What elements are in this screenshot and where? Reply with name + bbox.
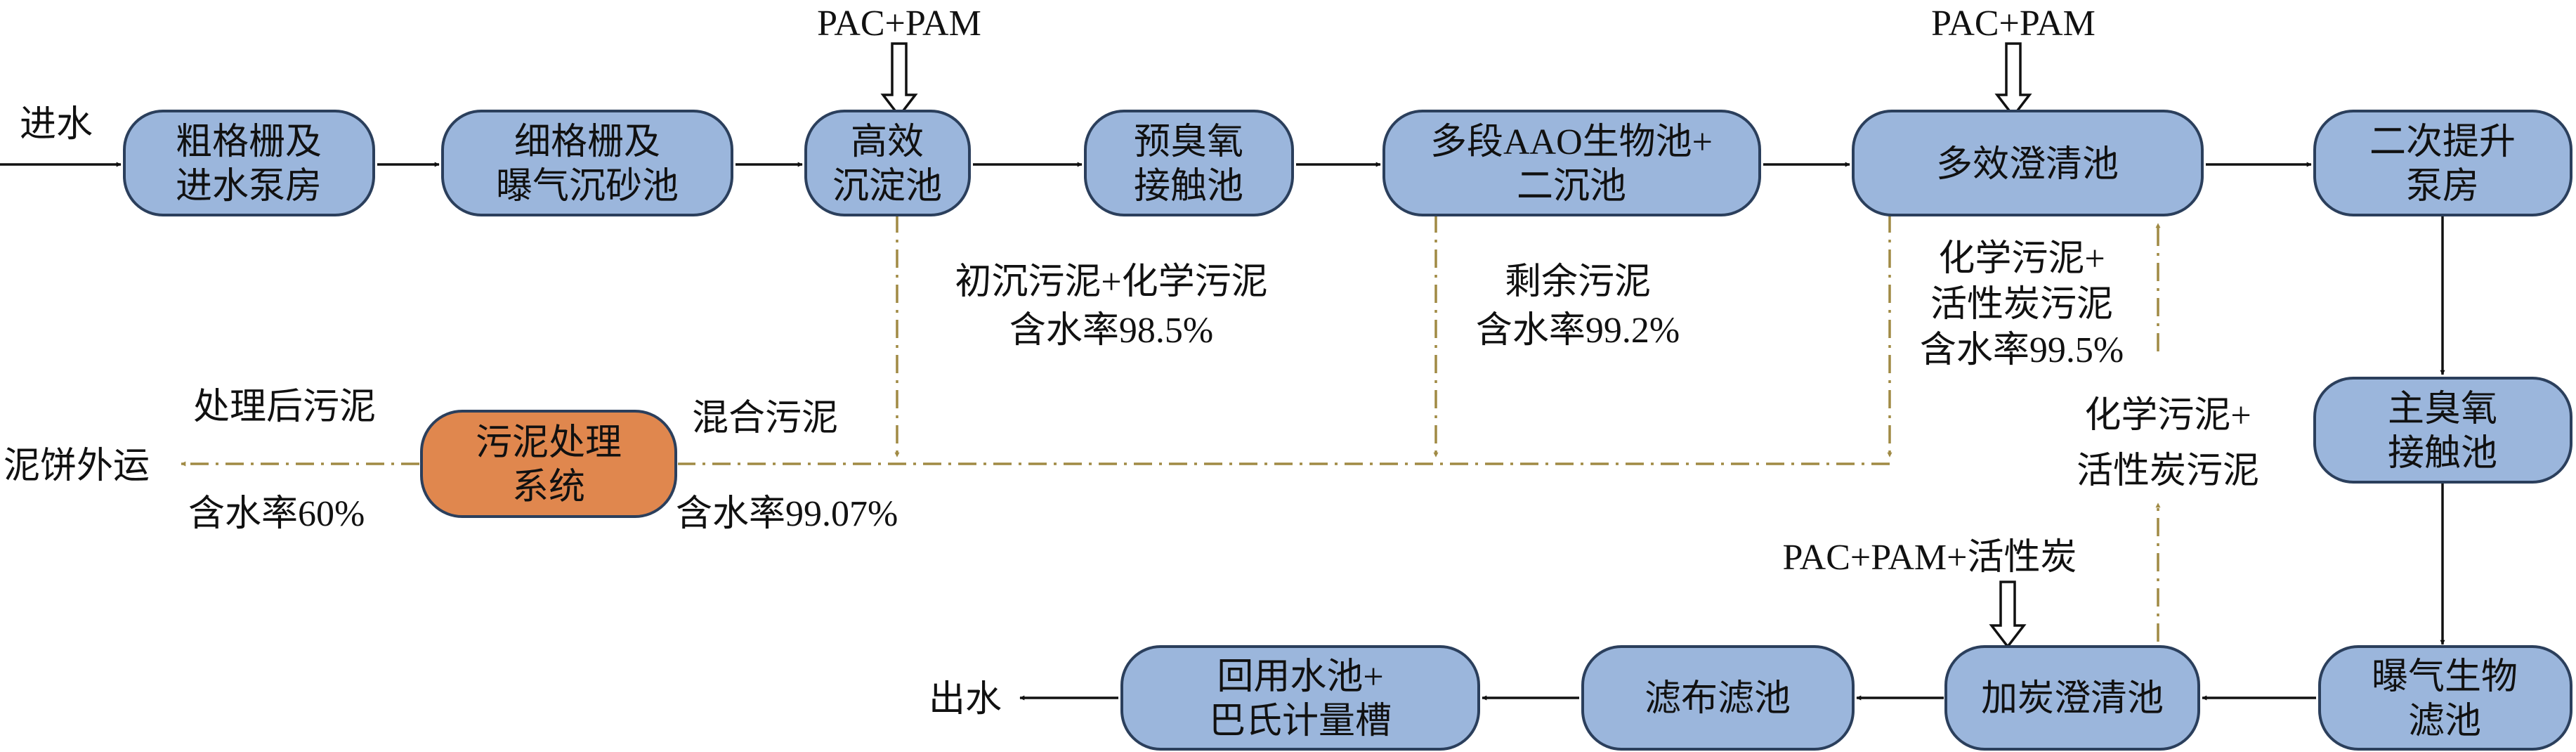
- chemical-sludge-lower-line1: 化学污泥+: [2084, 396, 2251, 436]
- unit-carbon-clarifier: 加炭澄清池: [1944, 645, 2200, 751]
- dosing-label-2: PAC+PAM: [1931, 4, 2096, 44]
- chemical-sludge-upper-line2: 活性炭污泥: [1930, 285, 2113, 325]
- unit-sludge-treatment: 污泥处理 系统: [420, 410, 677, 518]
- unit-cloth-filter: 滤布滤池: [1581, 645, 1855, 751]
- unit-label-line2: 滤池: [2408, 701, 2481, 741]
- unit-label-line1: 加炭澄清池: [1981, 679, 2164, 719]
- unit-baf: 曝气生物 滤池: [2318, 645, 2572, 751]
- unit-aao: 多段AAO生物池+ 二沉池: [1382, 110, 1761, 216]
- chemical-sludge-upper-moisture: 含水率99.5%: [1920, 330, 2124, 370]
- treated-sludge-moisture: 含水率60%: [188, 494, 365, 534]
- unit-multi-effect-clarifier: 多效澄清池: [1852, 110, 2204, 216]
- unit-main-ozone: 主臭氧 接触池: [2313, 377, 2572, 484]
- unit-label-line2: 进水泵房: [176, 167, 322, 207]
- inflow-label: 进水: [20, 105, 93, 145]
- unit-label-line1: 多效澄清池: [1936, 145, 2119, 185]
- excess-sludge-moisture: 含水率99.2%: [1476, 311, 1680, 351]
- unit-lift-pump: 二次提升 泵房: [2313, 110, 2572, 216]
- sludge-cake-label: 泥饼外运: [4, 446, 150, 486]
- outflow-label: 出水: [929, 680, 1002, 720]
- flow-arrows: [0, 162, 2445, 701]
- unit-label-line2: 沉淀池: [832, 167, 942, 207]
- unit-label-line2: 接触池: [1134, 167, 1243, 207]
- unit-label-line2: 系统: [512, 467, 585, 507]
- treated-sludge-label: 处理后污泥: [193, 387, 376, 427]
- unit-label-line2: 巴氏计量槽: [1209, 701, 1392, 741]
- unit-label-line2: 二沉池: [1517, 167, 1626, 207]
- unit-label-line1: 多段AAO生物池+: [1430, 122, 1713, 162]
- unit-label-line2: 接触池: [2388, 434, 2497, 474]
- unit-label-line1: 预臭氧: [1134, 122, 1243, 162]
- mixed-sludge-label: 混合污泥: [692, 398, 838, 439]
- dosing-label-3: PAC+PAM+活性炭: [1783, 538, 2077, 578]
- dosing-arrow-1: [880, 42, 918, 118]
- unit-label-line1: 滤布滤池: [1645, 679, 1791, 719]
- dosing-arrow-2: [1994, 42, 2032, 118]
- unit-label-line1: 二次提升: [2369, 122, 2516, 162]
- unit-label-line1: 曝气生物: [2372, 657, 2518, 697]
- unit-label-line2: 曝气沉砂池: [496, 167, 679, 207]
- chemical-sludge-lower-line2: 活性炭污泥: [2077, 451, 2259, 491]
- unit-label-line2: 泵房: [2406, 167, 2479, 207]
- unit-pre-ozone: 预臭氧 接触池: [1084, 110, 1294, 216]
- primary-sludge-label: 初沉污泥+化学污泥: [955, 262, 1267, 302]
- unit-reuse-tank: 回用水池+ 巴氏计量槽: [1120, 645, 1480, 751]
- unit-label-line1: 细格栅及: [514, 122, 660, 162]
- dosing-label-1: PAC+PAM: [817, 4, 981, 44]
- unit-high-density-sedimentation: 高效 沉淀池: [804, 110, 971, 216]
- unit-label-line1: 污泥处理: [476, 423, 622, 463]
- unit-label-line1: 高效: [851, 122, 924, 162]
- unit-fine-screen: 细格栅及 曝气沉砂池: [441, 110, 733, 216]
- unit-label-line1: 回用水池+: [1217, 657, 1383, 697]
- excess-sludge-label: 剩余污泥: [1505, 262, 1651, 302]
- unit-label-line1: 粗格栅及: [176, 122, 322, 162]
- primary-sludge-moisture: 含水率98.5%: [1009, 311, 1213, 351]
- unit-coarse-screen: 粗格栅及 进水泵房: [123, 110, 375, 216]
- sludge-lines: [181, 214, 2161, 642]
- dosing-arrow-3: [1989, 581, 2027, 649]
- unit-label-line1: 主臭氧: [2388, 389, 2497, 429]
- mixed-sludge-moisture: 含水率99.07%: [676, 494, 898, 534]
- chemical-sludge-upper-line1: 化学污泥+: [1938, 239, 2105, 279]
